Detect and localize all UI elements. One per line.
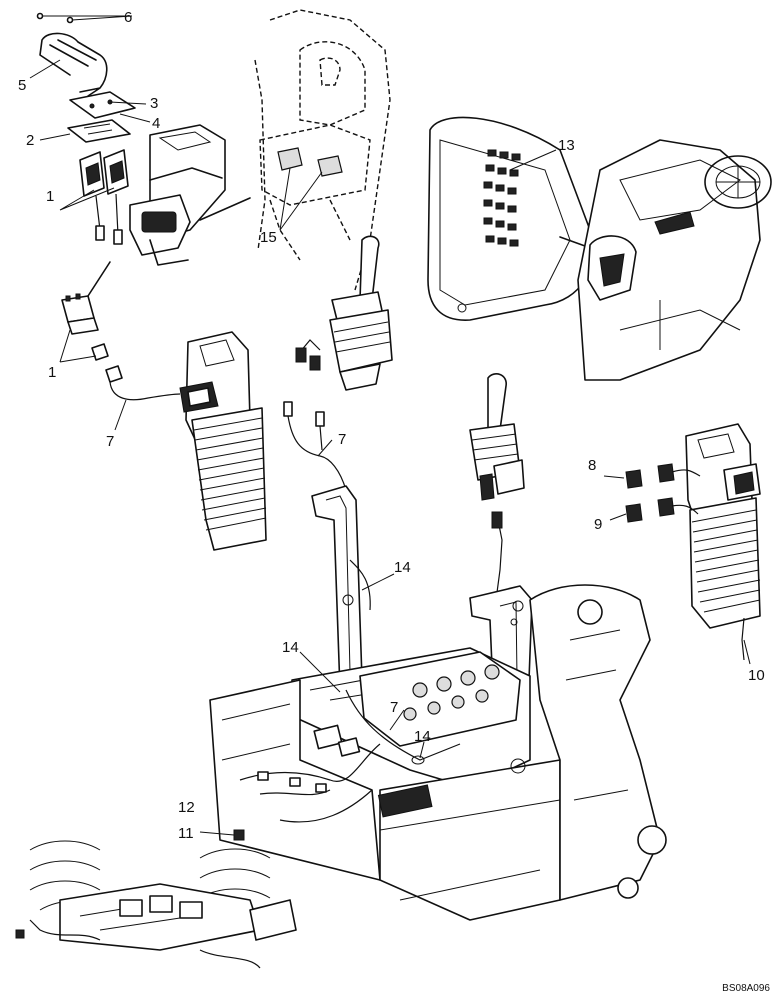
- callout-1-lower: 1: [48, 364, 56, 381]
- callout-8: 8: [588, 457, 596, 474]
- callout-7-lower: 7: [390, 699, 398, 716]
- right-boot-bellows: [689, 497, 761, 629]
- cab-console-detail: [254, 9, 391, 291]
- callout-12: 12: [178, 799, 195, 816]
- callout-labels: 6 5 3 4 2 1 1 7 15 13 7 8 9 10 14 14 7 1…: [18, 9, 765, 842]
- fuse-panel-detail: [427, 116, 772, 381]
- joystick-center-top: [295, 235, 393, 391]
- callout-6: 6: [124, 9, 132, 26]
- callout-14-upper: 14: [394, 559, 411, 576]
- switch-bracket-assembly: [36, 12, 251, 266]
- callout-7-center: 7: [338, 431, 346, 448]
- callout-13: 13: [558, 137, 575, 154]
- callout-4: 4: [152, 115, 160, 132]
- fuse-grid: [483, 149, 521, 247]
- reference-code: BS08A096: [722, 983, 770, 994]
- left-boot-assembly: [179, 331, 267, 551]
- callout-10: 10: [748, 667, 765, 684]
- callout-3: 3: [150, 95, 158, 112]
- callout-14-lower: 14: [414, 728, 431, 745]
- left-boot-bellows: [191, 407, 267, 551]
- connectors-item-1: [61, 261, 181, 401]
- callout-9: 9: [594, 516, 602, 533]
- right-boot-assembly: [625, 423, 761, 661]
- callout-11: 11: [178, 825, 194, 842]
- leader-lines: [29, 15, 751, 836]
- lower-left-detail: [15, 829, 297, 969]
- callout-15: 15: [260, 229, 277, 246]
- harness-center: [283, 401, 347, 491]
- main-frame-structure: [209, 485, 667, 921]
- joystick-center-right: [469, 373, 525, 601]
- callout-1-upper: 1: [46, 188, 54, 205]
- callout-2: 2: [26, 132, 34, 149]
- callout-7-left: 7: [106, 433, 114, 450]
- callout-14-left: 14: [282, 639, 299, 656]
- callout-5: 5: [18, 77, 26, 94]
